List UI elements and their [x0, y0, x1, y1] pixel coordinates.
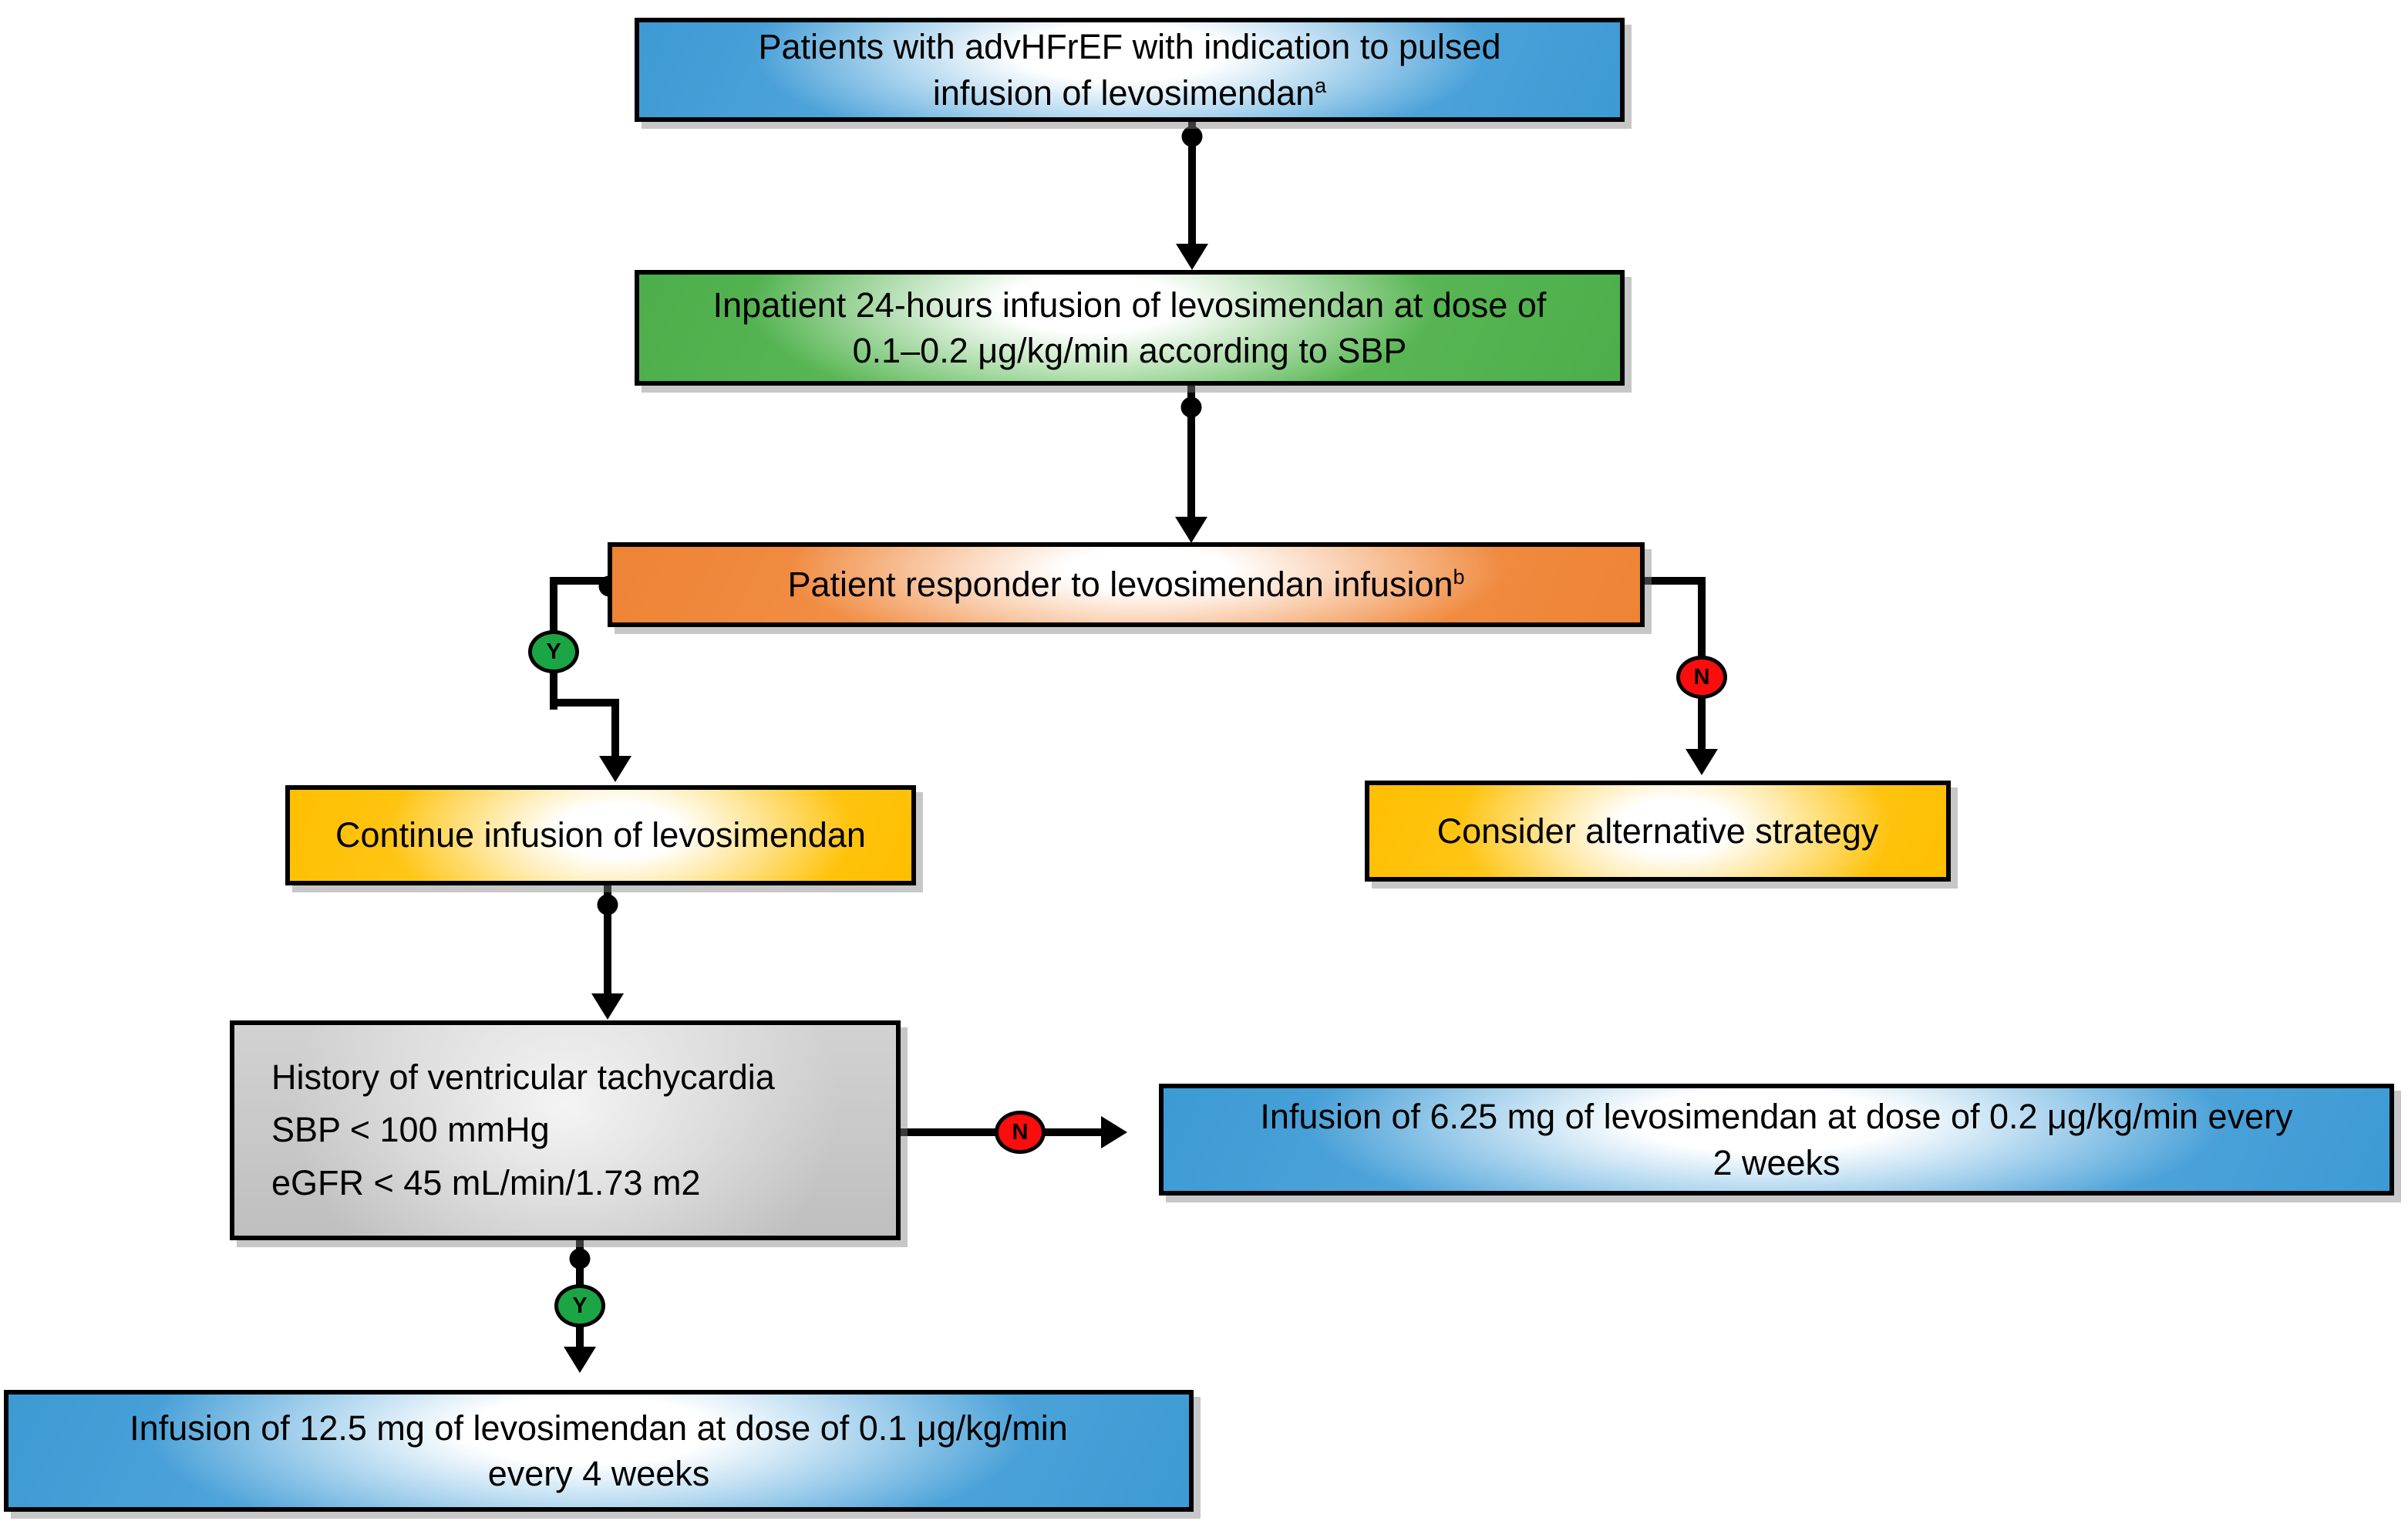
node-text: Continue infusion of levosimendan: [335, 815, 866, 855]
node-patients-advhfref: Patients with advHFrEF with indication t…: [635, 18, 1625, 122]
connector-responder-yes-h1: [550, 577, 615, 585]
footnote-marker-b: b: [1453, 565, 1465, 589]
node-text: Consider alternative strategy: [1436, 811, 1879, 851]
node-text: Patient responder to levosimendan infusi…: [787, 565, 1465, 605]
node-text: every 4 weeks: [487, 1454, 710, 1493]
arrowhead-inpatient: [1176, 244, 1208, 270]
node-text: History of ventricular tachycardia: [271, 1057, 775, 1097]
yes-badge-label: Y: [572, 1293, 588, 1318]
node-text: Inpatient 24-hours infusion of levosimen…: [712, 285, 1547, 325]
node-continue-infusion: Continue infusion of levosimendan: [285, 785, 916, 885]
node-text: Patients with advHFrEF with indication t…: [758, 27, 1501, 67]
node-infusion-125mg: Infusion of 12.5 mg of levosimendan at d…: [4, 1390, 1194, 1512]
no-badge-label: N: [1012, 1119, 1029, 1145]
node-text: Infusion of 12.5 mg of levosimendan at d…: [130, 1408, 1068, 1448]
connector-dot-inpatient: [1180, 396, 1202, 418]
yes-badge-label: Y: [546, 639, 561, 664]
node-text: Infusion of 6.25 mg of levosimendan at d…: [1260, 1097, 2293, 1137]
yes-badge-responder: Y: [528, 630, 579, 673]
node-text: eGFR < 45 mL/min/1.73 m2: [271, 1162, 701, 1202]
connector-inpatient-to-responder: [1187, 386, 1195, 518]
connector-dot-continue: [597, 894, 618, 916]
node-infusion-625mg: Infusion of 6.25 mg of levosimendan at d…: [1159, 1084, 2394, 1196]
node-text: infusion of levosimendana: [932, 73, 1327, 113]
node-text: 2 weeks: [1713, 1142, 1841, 1182]
arrowhead-alternative: [1686, 749, 1718, 775]
node-risk-criteria: History of ventricular tachycardia SBP <…: [230, 1020, 901, 1240]
connector-responder-yes-v2: [611, 699, 619, 757]
node-inpatient-infusion: Inpatient 24-hours infusion of levosimen…: [635, 270, 1625, 386]
arrowhead-criteria: [591, 993, 624, 1020]
node-text: 0.1–0.2 μg/kg/min according to SBP: [852, 331, 1407, 370]
connector-responder-yes-h2: [550, 699, 619, 707]
connector-dot-criteria: [569, 1248, 591, 1270]
arrowhead-responder: [1175, 517, 1207, 543]
node-text: SBP < 100 mmHg: [271, 1110, 550, 1150]
connector-continue-to-criteria: [604, 885, 611, 995]
node-responder-decision: Patient responder to levosimendan infusi…: [608, 542, 1645, 627]
no-badge-label: N: [1693, 664, 1710, 690]
arrowhead-continue: [599, 756, 631, 782]
footnote-marker-a: a: [1315, 73, 1327, 97]
connector-dot-start: [1181, 126, 1203, 147]
no-badge-criteria: N: [995, 1111, 1046, 1154]
node-alternative-strategy: Consider alternative strategy: [1365, 781, 1951, 882]
arrowhead-infusion-125: [564, 1347, 596, 1373]
connector-start-to-inpatient: [1188, 122, 1196, 247]
connector-responder-no-h: [1645, 577, 1706, 585]
no-badge-responder: N: [1676, 656, 1727, 699]
arrowhead-infusion-625: [1101, 1116, 1127, 1148]
yes-badge-criteria: Y: [554, 1284, 605, 1327]
